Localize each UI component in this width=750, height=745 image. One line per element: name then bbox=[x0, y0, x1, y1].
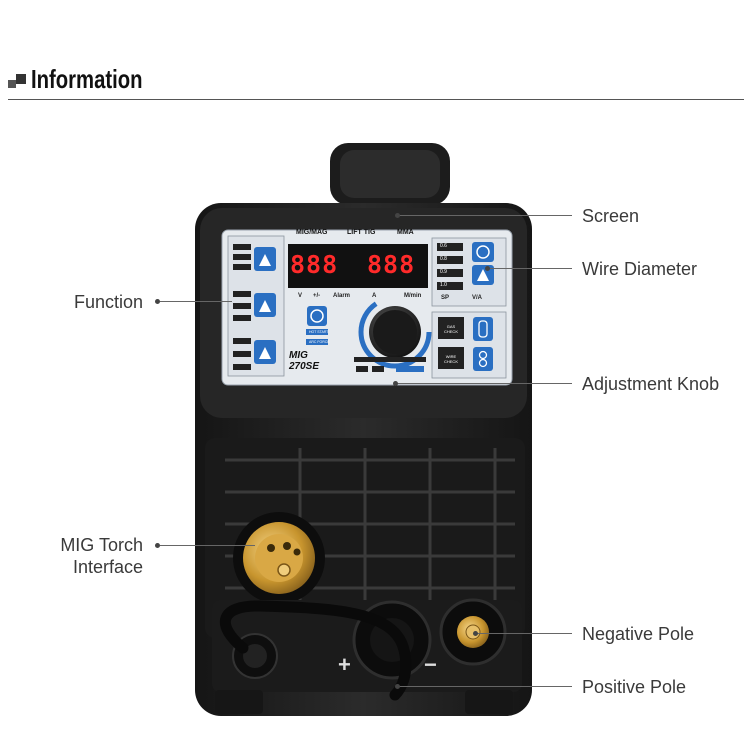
mig-torch-dot bbox=[155, 543, 160, 548]
front-terminals bbox=[212, 598, 522, 714]
mode-mma-label: MMA bbox=[397, 229, 414, 236]
adjustment-knob-dot bbox=[393, 381, 398, 386]
screen-leader bbox=[398, 215, 572, 216]
gas-check-label: GAS CHECK bbox=[443, 324, 458, 334]
mig-torch-leader bbox=[160, 545, 255, 546]
wire-size-1: 0.8 bbox=[440, 256, 447, 262]
carry-handle bbox=[330, 143, 450, 205]
label-negative-pole: Negative Pole bbox=[582, 624, 695, 644]
unit-v: V bbox=[298, 293, 303, 299]
label-function: Function bbox=[73, 292, 143, 312]
negative-sign: − bbox=[424, 652, 437, 677]
positive-pole-dot bbox=[395, 684, 400, 689]
adjustment-knob-leader bbox=[396, 383, 572, 384]
model-line-1: MIG bbox=[289, 350, 308, 361]
header-divider bbox=[8, 99, 744, 100]
section-header: Information bbox=[8, 62, 174, 96]
current-display: 888 bbox=[367, 250, 416, 279]
wire-size-2: 0.9 bbox=[440, 269, 447, 275]
mig-torch-socket bbox=[233, 512, 325, 604]
wire-check-label: WIRE CHECK bbox=[443, 354, 458, 364]
function-dot bbox=[155, 299, 160, 304]
unit-a: A bbox=[372, 293, 377, 299]
wire-diameter-dot bbox=[485, 266, 490, 271]
section-title: Information bbox=[31, 63, 143, 94]
positive-pole-leader bbox=[398, 686, 572, 687]
wire-size-3: 1.0 bbox=[440, 282, 447, 288]
arc-force-label: ARC FORCE bbox=[309, 340, 330, 344]
wire-diameter-leader bbox=[488, 268, 572, 269]
section-icon bbox=[8, 70, 26, 88]
unit-plus-minus: +/- bbox=[313, 293, 321, 299]
label-positive-pole: Positive Pole bbox=[582, 677, 687, 697]
unit-m-min: M/min bbox=[404, 293, 422, 299]
label-adjustment-knob: Adjustment Knob bbox=[582, 374, 720, 394]
sp-label: SP bbox=[441, 295, 450, 301]
label-mig-torch-line2: Interface bbox=[72, 557, 143, 577]
unit-alarm: Alarm bbox=[333, 293, 351, 299]
negative-pole-dot bbox=[473, 631, 478, 636]
mode-lift-tig-label: LIFT TIG bbox=[347, 229, 376, 236]
negative-pole-leader bbox=[476, 633, 572, 634]
label-mig-torch-line1: MIG Torch bbox=[60, 535, 143, 555]
control-panel bbox=[221, 229, 513, 386]
model-line-2: 270SE bbox=[289, 361, 320, 372]
function-leader bbox=[160, 301, 232, 302]
va-label: V/A bbox=[472, 295, 483, 301]
screen-dot bbox=[395, 213, 400, 218]
label-screen: Screen bbox=[582, 206, 640, 226]
hot-start-label: HOT START bbox=[309, 330, 329, 334]
label-wire-diameter: Wire Diameter bbox=[582, 259, 698, 279]
voltage-display: 888 bbox=[290, 250, 339, 279]
positive-sign: + bbox=[338, 652, 351, 677]
mode-mig-label: MIG/MAG bbox=[296, 229, 328, 236]
wire-size-0: 0.6 bbox=[440, 243, 447, 249]
